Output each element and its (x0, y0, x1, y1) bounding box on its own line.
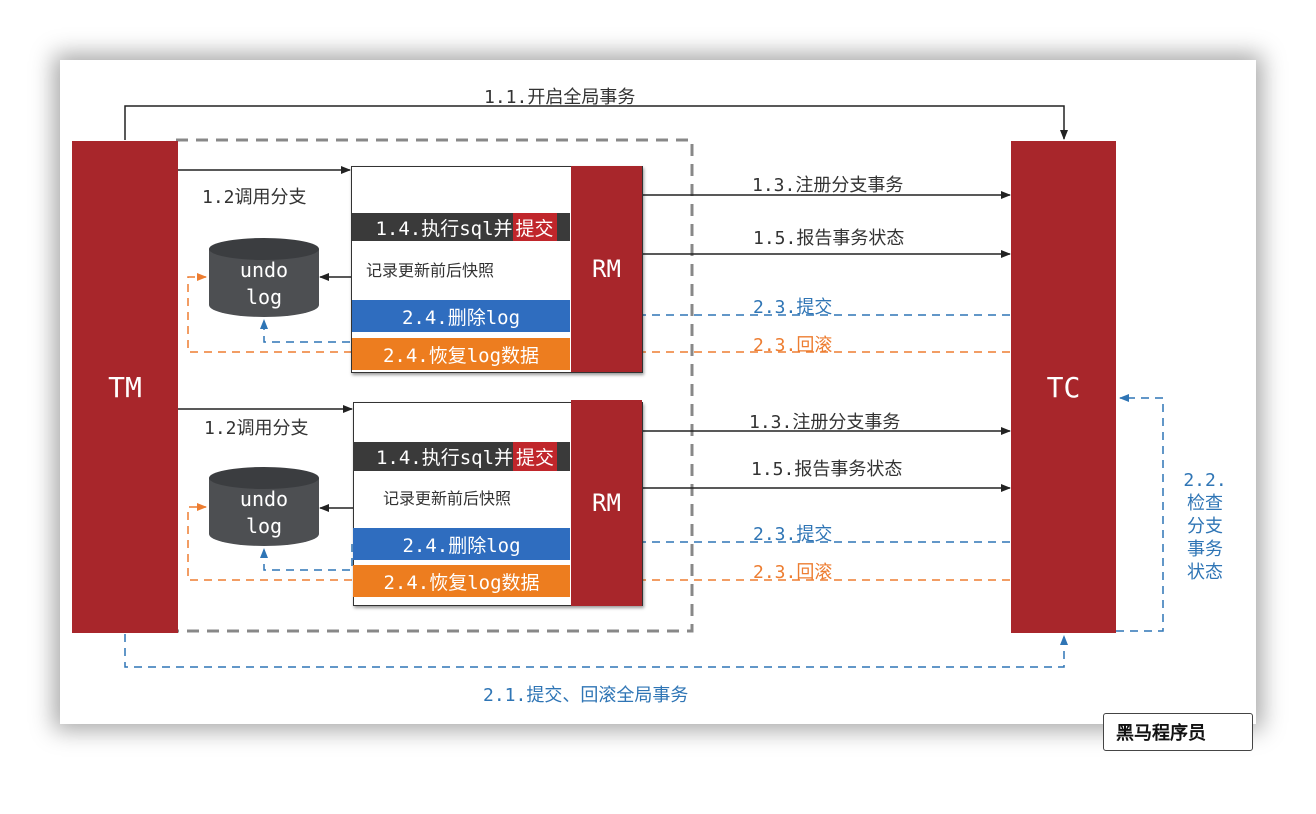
label-register-1: 1.3.注册分支事务 (752, 175, 904, 196)
tm-label: TM (108, 370, 142, 404)
check-status-line: 事务 (1187, 539, 1223, 560)
exec-sql-text-1: 1.4.执行sql并 (375, 217, 513, 240)
tc-box: TC (1011, 141, 1116, 633)
check-status-line: 分支 (1187, 516, 1223, 537)
exec-sql-commit-1: 提交 (512, 213, 557, 241)
delete-log-bar-1: 2.4.删除log (352, 300, 570, 332)
label-rollback-1: 2.3.回滚 (753, 335, 833, 356)
label-global-commit: 2.1.提交、回滚全局事务 (483, 685, 689, 706)
undo-log-line2: log (245, 514, 283, 538)
label-snapshot-2: 记录更新前后快照 (383, 489, 512, 508)
label-report-2: 1.5.报告事务状态 (751, 459, 903, 480)
restore-log-text-1: 2.4.恢复log数据 (382, 344, 540, 367)
label-call-branch-2: 1.2调用分支 (204, 418, 309, 439)
check-status-line: 2.2. (1183, 470, 1227, 491)
check-status-line: 检查 (1187, 493, 1223, 514)
undo-log-line1: undo (239, 258, 289, 282)
undo-log-line1: undo (239, 487, 289, 511)
tm-box: TM (72, 141, 178, 633)
label-snapshot-1: 记录更新前后快照 (366, 261, 495, 280)
rm-box-1: RM (571, 166, 642, 372)
label-report-1: 1.5.报告事务状态 (753, 228, 905, 249)
arrow-delete-log-1 (260, 316, 353, 343)
delete-log-text-1: 2.4.删除log (401, 306, 521, 329)
rm-label-2: RM (592, 489, 621, 517)
rm-label-1: RM (592, 255, 621, 283)
label-rollback-2: 2.3.回滚 (753, 562, 833, 583)
delete-log-bar-2: 2.4.删除log (353, 528, 570, 560)
rm-box-2: RM (571, 400, 642, 606)
label-commit-2: 2.3.提交 (753, 524, 833, 545)
arrow-restore-log-2 (187, 503, 352, 581)
undo-log-label-1: undo log (208, 257, 320, 311)
database-icon (209, 238, 319, 317)
arrow-open-global (124, 105, 1068, 140)
tc-label: TC (1046, 370, 1081, 404)
label-commit-1: 2.3.提交 (753, 297, 833, 318)
exec-sql-bar-2: 1.4.执行sql并提交 (353, 442, 570, 471)
restore-log-text-2: 2.4.恢复log数据 (383, 571, 540, 594)
label-register-2: 1.3.注册分支事务 (749, 412, 901, 433)
label-check-status: 2.2. 检查 分支 事务 状态 (1183, 469, 1227, 584)
arrow-check-status (1116, 394, 1164, 632)
undo-log-label-2: undo log (208, 486, 320, 540)
label-open-global: 1.1.开启全局事务 (484, 87, 636, 108)
undo-log-db-1: undo log (208, 237, 320, 319)
watermark-badge: 黑马程序员 (1103, 713, 1253, 751)
arrow-global-commit (124, 634, 1068, 668)
exec-sql-commit-2: 提交 (513, 442, 558, 471)
exec-sql-text-2: 1.4.执行sql并 (375, 447, 514, 469)
arrow-delete-log-2 (260, 544, 353, 571)
arrow-restore-log-1 (187, 273, 352, 353)
exec-sql-bar-1: 1.4.执行sql并提交 (352, 213, 570, 241)
restore-log-bar-2: 2.4.恢复log数据 (353, 565, 570, 597)
undo-log-db-2: undo log (208, 466, 320, 548)
label-call-branch-1: 1.2调用分支 (202, 187, 307, 208)
watermark-text: 黑马程序员 (1116, 723, 1206, 744)
restore-log-bar-1: 2.4.恢复log数据 (352, 338, 570, 370)
delete-log-text-2: 2.4.删除log (402, 534, 521, 557)
check-status-line: 状态 (1187, 562, 1223, 583)
undo-log-line2: log (245, 285, 283, 309)
database-icon (209, 467, 319, 546)
